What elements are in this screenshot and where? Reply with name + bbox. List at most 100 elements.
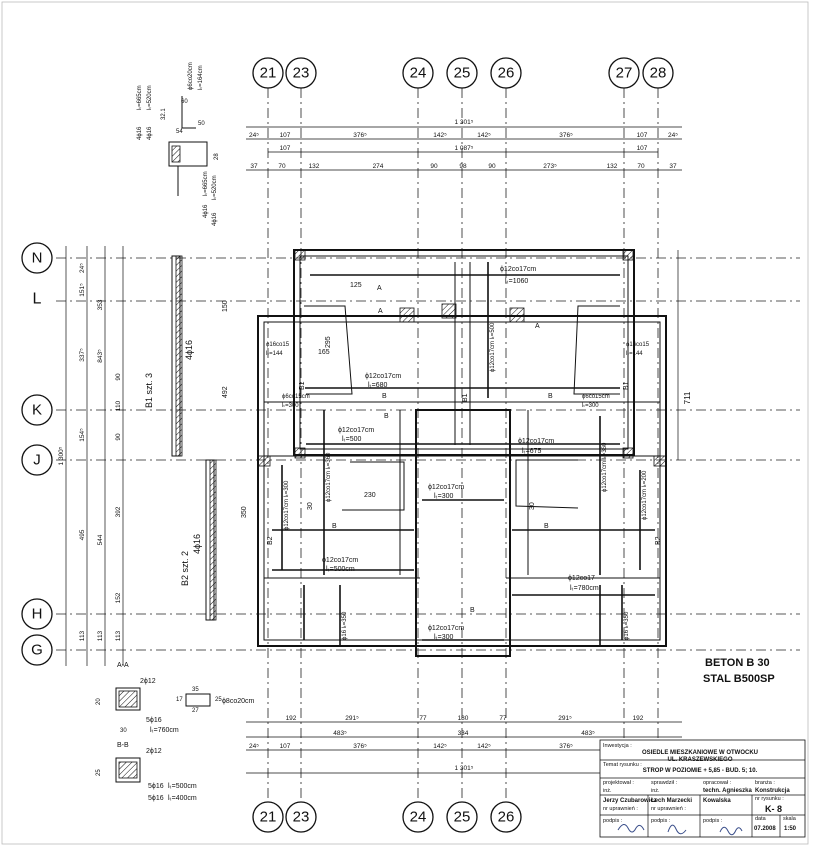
svg-text:230: 230 xyxy=(364,492,376,499)
svg-text:25: 25 xyxy=(454,65,471,82)
svg-text:30: 30 xyxy=(307,502,314,510)
svg-text:lₜ=300: lₜ=300 xyxy=(434,634,453,641)
svg-text:lₜ=1060: lₜ=1060 xyxy=(505,278,528,285)
svg-text:projektował :: projektował : xyxy=(603,780,634,786)
grid-bubble-N: N xyxy=(21,242,53,274)
svg-text:274: 274 xyxy=(373,163,384,170)
svg-text:B1: B1 xyxy=(623,381,630,390)
svg-text:H: H xyxy=(32,606,43,623)
svg-text:37: 37 xyxy=(669,163,677,170)
svg-text:branża :: branża : xyxy=(755,780,775,786)
svg-text:711: 711 xyxy=(683,391,692,404)
svg-text:483⁵: 483⁵ xyxy=(581,730,595,737)
svg-text:376⁵: 376⁵ xyxy=(559,743,573,750)
grid-bubble-L: L xyxy=(33,291,42,308)
svg-text:192: 192 xyxy=(286,715,297,722)
svg-text:ϕ6co15cm: ϕ6co15cm xyxy=(582,394,610,400)
svg-text:26: 26 xyxy=(498,65,515,82)
grid-bubble-27: 27 xyxy=(608,57,640,89)
grid-bubble-25-bottom: 25 xyxy=(446,801,478,833)
section-bb: B-B 2ϕ12 5ϕ16 lₜ=500cm 5ϕ16 lₜ=400cm 25 xyxy=(96,742,197,802)
svg-text:B-B: B-B xyxy=(117,742,129,749)
svg-text:28: 28 xyxy=(650,65,667,82)
svg-text:1 301⁵: 1 301⁵ xyxy=(455,119,474,126)
svg-text:Lech Marzecki: Lech Marzecki xyxy=(651,798,692,804)
svg-text:25: 25 xyxy=(215,697,222,703)
svg-text:24⁵: 24⁵ xyxy=(79,263,86,273)
svg-text:30: 30 xyxy=(529,502,536,510)
svg-text:113: 113 xyxy=(79,630,86,641)
svg-text:27: 27 xyxy=(616,65,633,82)
svg-text:4ϕ16: 4ϕ16 xyxy=(192,534,202,554)
svg-text:ϕ12co17cm: ϕ12co17cm xyxy=(322,557,358,564)
svg-text:142⁵: 142⁵ xyxy=(477,132,491,139)
svg-text:544: 544 xyxy=(97,534,104,545)
svg-text:lₜ=400cm: lₜ=400cm xyxy=(168,795,197,802)
right-dimension: 711 xyxy=(677,250,692,460)
svg-text:492: 492 xyxy=(222,386,229,398)
svg-text:30: 30 xyxy=(120,728,127,734)
svg-text:Konstrukcja: Konstrukcja xyxy=(755,788,790,794)
svg-text:techn. Agnieszka: techn. Agnieszka xyxy=(703,788,752,794)
svg-text:21: 21 xyxy=(260,65,277,82)
svg-text:G: G xyxy=(31,642,43,659)
svg-text:1 087⁵: 1 087⁵ xyxy=(455,145,474,152)
svg-text:192: 192 xyxy=(633,715,644,722)
top-detail: 4ϕ16 lₜ=665cm 4ϕ16 lₜ=520cm ϕ6co20cm lₜ=… xyxy=(137,62,220,226)
svg-text:5ϕ16: 5ϕ16 xyxy=(148,795,164,802)
side-beam-elevations xyxy=(171,255,217,621)
svg-text:lₜ=665cm: lₜ=665cm xyxy=(137,85,143,110)
svg-text:4ϕ16: 4ϕ16 xyxy=(147,126,153,140)
svg-text:lₜ=500cm: lₜ=500cm xyxy=(168,783,197,790)
svg-text:60: 60 xyxy=(181,99,188,105)
svg-text:353: 353 xyxy=(97,299,104,310)
svg-text:B2: B2 xyxy=(267,536,274,545)
grid-bubble-21-bottom: 21 xyxy=(252,801,284,833)
svg-text:295: 295 xyxy=(325,336,332,348)
section-marks: A A A B B B B B B xyxy=(332,285,553,614)
grid-lines xyxy=(56,88,800,806)
svg-text:21: 21 xyxy=(260,809,277,826)
svg-text:ϕ12co17cm lₜ=300: ϕ12co17cm lₜ=300 xyxy=(284,480,290,530)
svg-text:90: 90 xyxy=(115,373,122,381)
svg-text:28: 28 xyxy=(214,153,220,160)
svg-text:B: B xyxy=(470,607,475,614)
svg-text:lₜ=680: lₜ=680 xyxy=(368,382,387,389)
svg-text:90: 90 xyxy=(115,433,122,441)
svg-text:nr uprawnień :: nr uprawnień : xyxy=(603,806,638,812)
svg-text:376⁵: 376⁵ xyxy=(353,743,367,750)
svg-text:24⁵: 24⁵ xyxy=(249,132,259,139)
svg-text:nr rysunku :: nr rysunku : xyxy=(755,796,784,802)
svg-text:B1 szt. 3: B1 szt. 3 xyxy=(144,373,154,408)
grid-bubble-21: 21 xyxy=(252,57,284,89)
svg-text:1 301⁵: 1 301⁵ xyxy=(455,765,474,772)
svg-text:843⁵: 843⁵ xyxy=(97,349,104,363)
svg-text:32.1: 32.1 xyxy=(161,108,167,120)
beam-labels: B1 B1 B1 B2 B2 B1 szt. 3 4ϕ16 B2 szt. 2 … xyxy=(144,340,662,586)
svg-text:77: 77 xyxy=(419,715,427,722)
grid-bubble-24: 24 xyxy=(402,57,434,89)
svg-text:107: 107 xyxy=(280,743,291,750)
svg-text:70: 70 xyxy=(637,163,645,170)
svg-text:4ϕ16: 4ϕ16 xyxy=(212,212,218,226)
svg-text:ϕ12co17cm: ϕ12co17cm xyxy=(500,266,536,273)
svg-text:lₜ=500: lₜ=500 xyxy=(342,436,361,443)
svg-text:37: 37 xyxy=(250,163,258,170)
svg-text:A-A: A-A xyxy=(117,662,129,669)
svg-text:180: 180 xyxy=(458,715,469,722)
svg-text:150: 150 xyxy=(222,300,229,312)
svg-text:B: B xyxy=(548,393,553,400)
svg-text:UL. KRASZEWSKIEGO: UL. KRASZEWSKIEGO xyxy=(667,757,732,763)
sheet-border xyxy=(1,1,809,845)
svg-text:N: N xyxy=(32,250,43,267)
svg-text:lₜ=500cm: lₜ=500cm xyxy=(326,566,355,573)
svg-text:90: 90 xyxy=(488,163,496,170)
svg-text:142⁵: 142⁵ xyxy=(433,743,447,750)
svg-text:107: 107 xyxy=(637,145,648,152)
svg-text:lₜ=675: lₜ=675 xyxy=(522,448,541,455)
svg-text:113: 113 xyxy=(115,630,122,641)
section-aa: A-A 2ϕ12 5ϕ16 lₜ=760cm 35 17 25 27 ϕ8co2… xyxy=(96,662,254,734)
svg-text:20: 20 xyxy=(96,698,102,705)
svg-text:inż.: inż. xyxy=(651,788,660,794)
